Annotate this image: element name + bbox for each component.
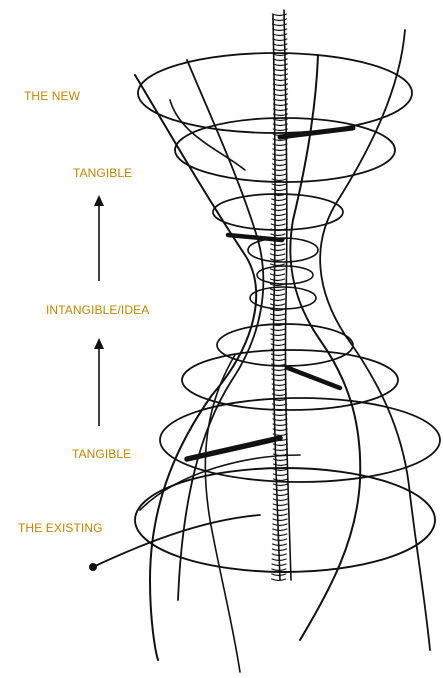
spiral-loop-3 — [213, 194, 343, 230]
up-arrow-icon — [92, 338, 106, 428]
label-the-new: THE NEW — [24, 89, 80, 103]
right-outer-curve — [320, 30, 430, 650]
spiral-loop-8 — [182, 350, 398, 410]
label-intangible-idea: INTANGIBLE/IDEA — [46, 303, 149, 317]
tail-dot — [89, 563, 97, 571]
spiral-tail — [93, 515, 260, 567]
label-the-existing: THE EXISTING — [18, 521, 103, 535]
right-inner-curve — [290, 55, 360, 640]
up-arrow-icon — [92, 195, 106, 283]
label-tangible-bottom: TANGIBLE — [72, 447, 131, 461]
label-tangible-top: TANGIBLE — [73, 166, 132, 180]
spiral-loop-6 — [250, 287, 316, 309]
rung-upper-mid — [228, 235, 282, 240]
left-outer-curve — [135, 75, 256, 660]
rung-lower-mid — [288, 368, 340, 388]
